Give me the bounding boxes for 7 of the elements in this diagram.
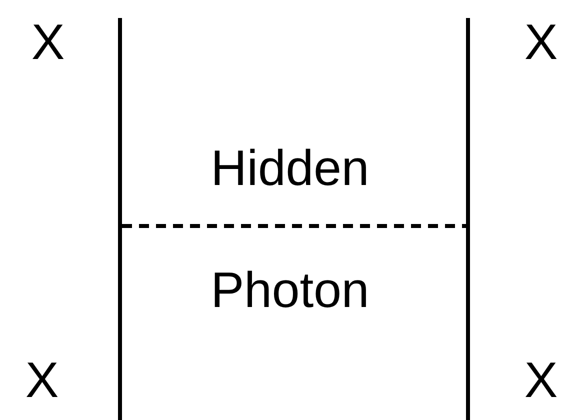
dashed-line [122, 224, 466, 228]
text-label: X [524, 355, 558, 405]
text-label: X [25, 355, 59, 405]
text-label: X [31, 17, 65, 67]
text-label: Hidden [210, 143, 370, 193]
text-label: X [524, 17, 558, 67]
text-label: Photon [210, 265, 370, 315]
